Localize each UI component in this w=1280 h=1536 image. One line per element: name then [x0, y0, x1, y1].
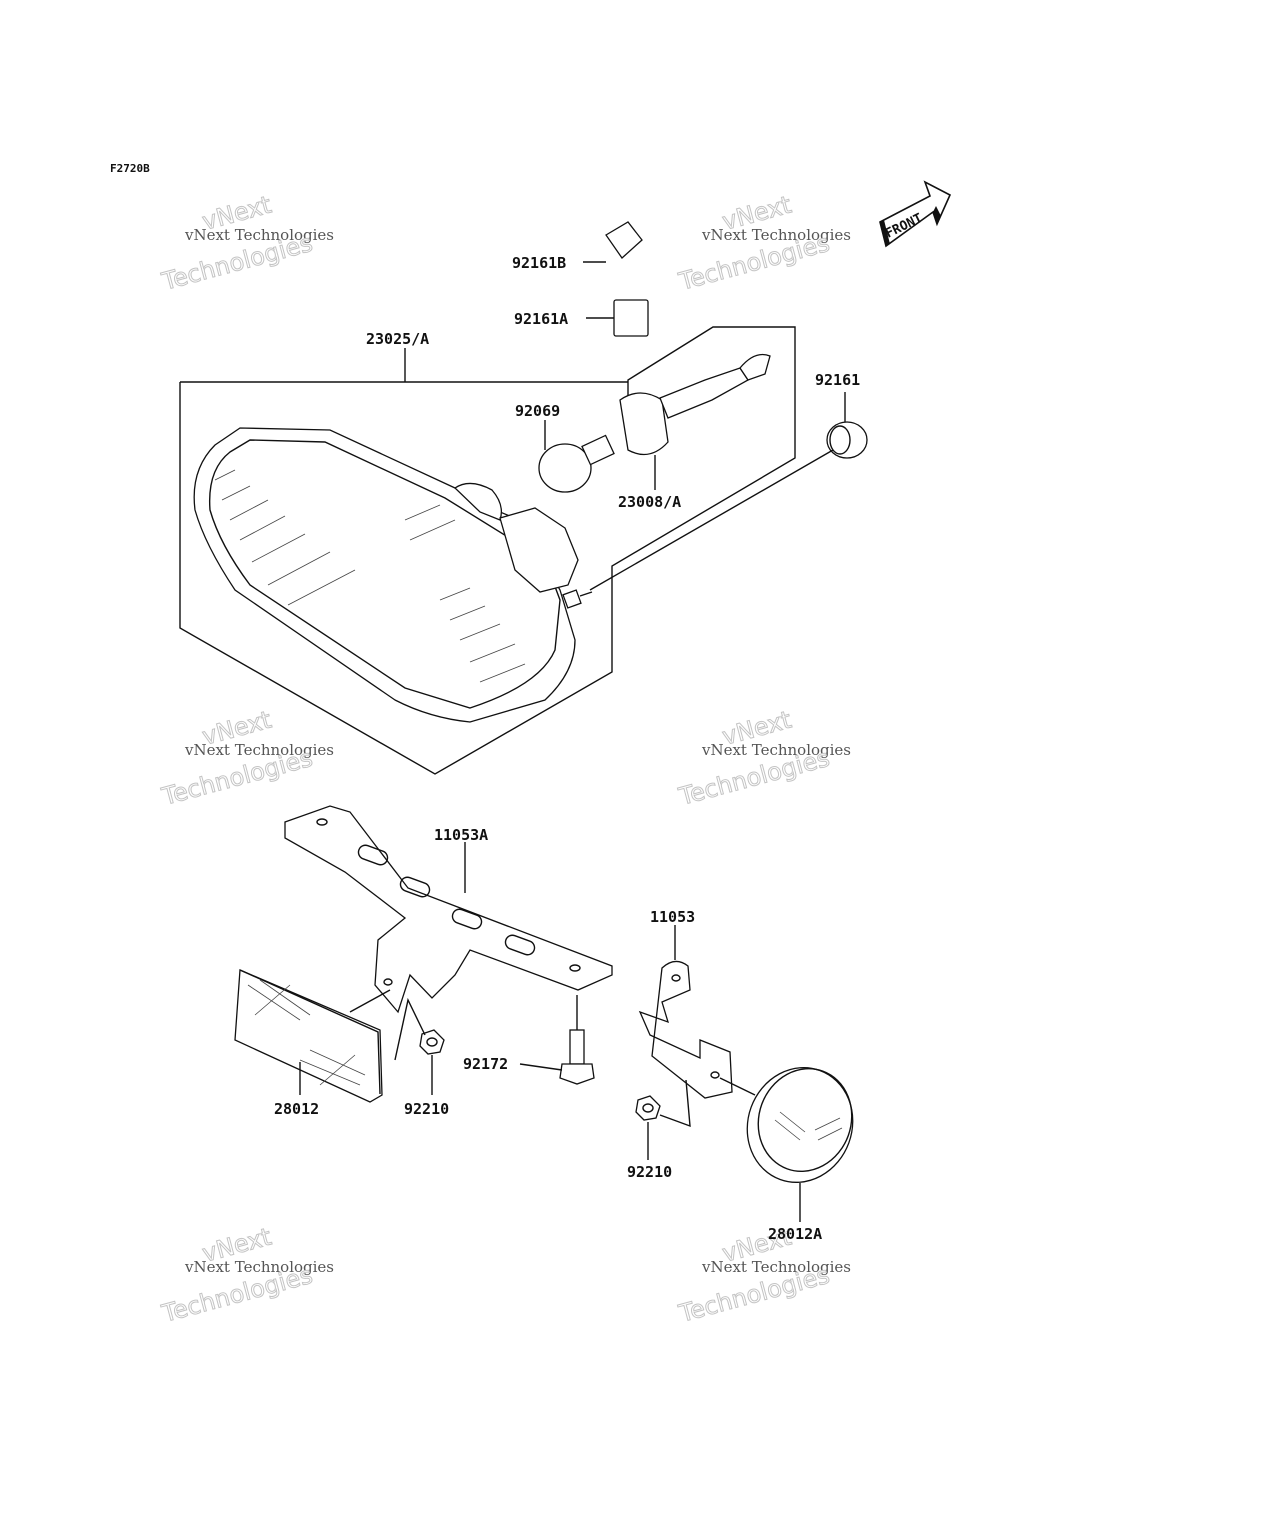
bracket-11053	[638, 960, 733, 1099]
nut-right	[635, 1095, 661, 1121]
part-label-92069: 92069	[515, 402, 560, 420]
bulb-part	[538, 434, 615, 493]
part-label-23025A: 23025/A	[366, 330, 429, 348]
watermark-line: vNext Technologies	[184, 741, 334, 759]
reflector-rectangular	[234, 969, 383, 1103]
bolt-92172	[559, 1029, 595, 1085]
part-label-92210-left: 92210	[404, 1100, 449, 1118]
watermark-mid-right: vNext vNext Technologies Technologies	[675, 705, 851, 811]
tail-light-housing	[193, 427, 593, 723]
grommet-92161	[826, 421, 868, 459]
watermark-bottom-right: vNext vNext Technologies Technologies	[675, 1222, 851, 1328]
part-label-28012A: 28012A	[768, 1225, 822, 1243]
grommet-92161A	[613, 299, 649, 337]
part-label-11053: 11053	[650, 908, 695, 926]
part-label-92161: 92161	[815, 371, 860, 389]
watermark-line: vNext Technologies	[184, 226, 334, 244]
front-arrow-icon: FRONT	[879, 180, 952, 248]
watermark-line: vNext Technologies	[184, 1258, 334, 1276]
part-label-23008A: 23008/A	[618, 493, 681, 511]
socket-part	[619, 353, 771, 456]
watermark-top-right: vNext vNext Technologies Technologies	[675, 190, 851, 296]
figure-code: F2720B	[110, 162, 150, 175]
nut-left	[419, 1029, 445, 1055]
part-label-92161B: 92161B	[512, 254, 566, 272]
watermark-top-left: vNext vNext Technologies Technologies	[158, 190, 334, 296]
part-label-92210-right: 92210	[627, 1163, 672, 1181]
part-label-28012: 28012	[274, 1100, 319, 1118]
part-label-92161A: 92161A	[514, 310, 568, 328]
grommet-leader	[589, 449, 834, 591]
bracket-11053A	[284, 805, 613, 1014]
watermark-line: vNext Technologies	[701, 1258, 851, 1276]
reflector-round	[746, 1067, 854, 1183]
watermark-bottom-left: vNext vNext Technologies Technologies	[158, 1222, 334, 1328]
watermark-mid-left: vNext vNext Technologies Technologies	[158, 705, 334, 811]
watermark-line: vNext Technologies	[701, 741, 851, 759]
part-label-11053A: 11053A	[434, 826, 488, 844]
assembly-outline	[179, 326, 796, 775]
part-label-92172: 92172	[463, 1055, 508, 1073]
watermark-line: vNext Technologies	[701, 226, 851, 244]
grommet-92161B	[605, 221, 643, 259]
leader-lines	[299, 261, 846, 1222]
